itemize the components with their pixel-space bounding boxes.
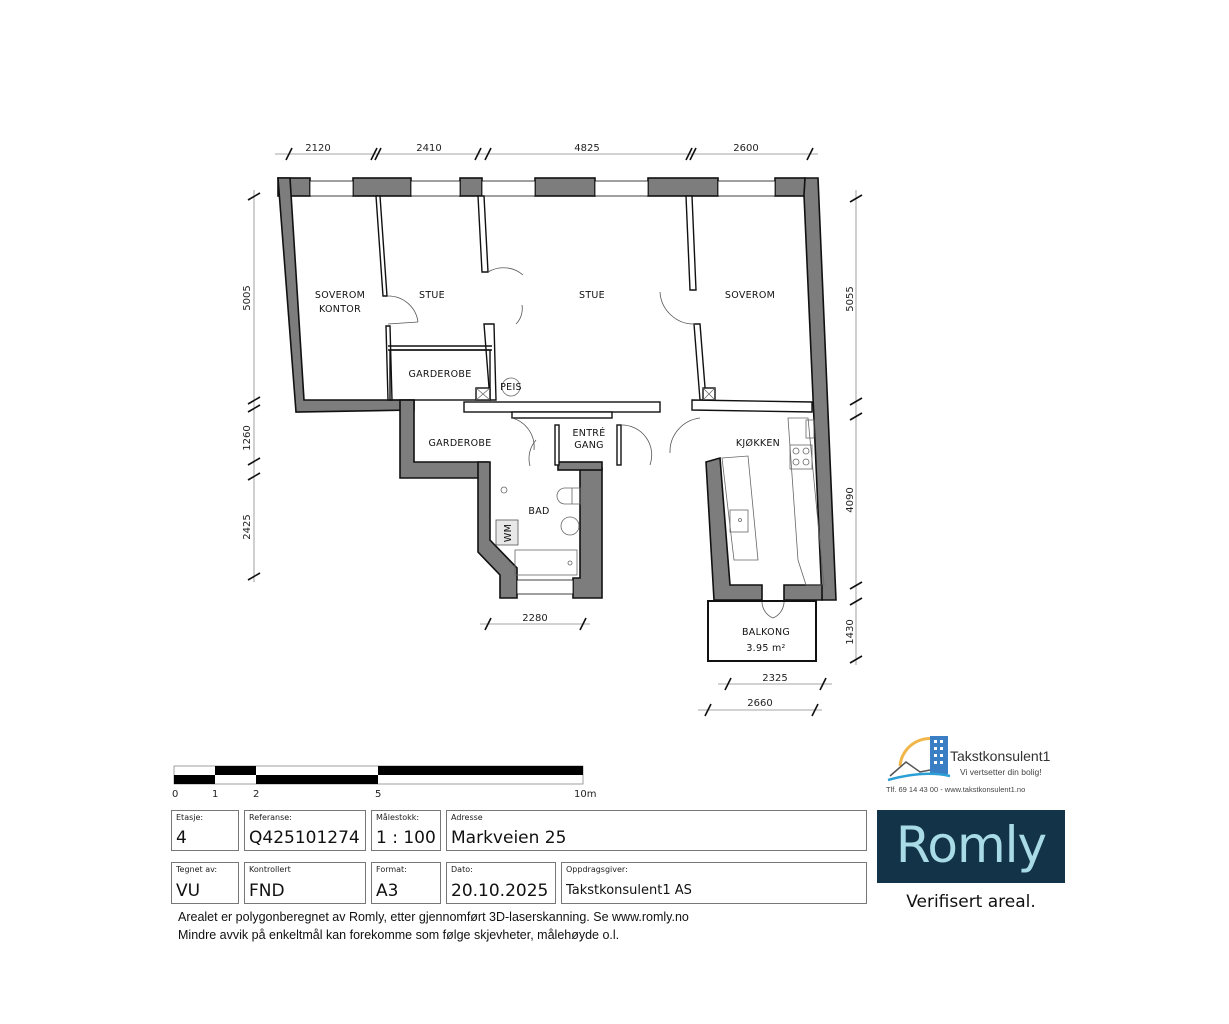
dim-top-4: 2600	[733, 143, 758, 154]
oppdragsgiver-label: Oppdragsgiver:	[566, 865, 628, 874]
left-dimensions: 5005 1260 2425	[242, 190, 261, 582]
floor-drain-icon	[500, 486, 508, 494]
dim-right-1: 5055	[845, 286, 856, 311]
right-dimensions: 5055 4090 1430	[845, 190, 863, 665]
dim-bottom-bad: 2280	[522, 613, 547, 624]
bottom-dimensions: 2280 2325 2660	[480, 613, 832, 717]
sink-icon	[560, 516, 580, 536]
room-label-garderobe-lower: GARDEROBE	[428, 438, 491, 449]
dim-top-1: 2120	[305, 143, 330, 154]
room-label-stue-small: STUE	[419, 290, 445, 301]
tegnet-av-value: VU	[176, 881, 201, 901]
title-cell-kontrollert: Kontrollert FND	[244, 862, 366, 904]
room-label-soverom-kontor-2: KONTOR	[319, 304, 361, 315]
scale-bar: 0 1 2 5 10m	[172, 765, 596, 800]
scale-label-1: 1	[212, 789, 218, 800]
stove-icon	[789, 444, 813, 470]
top-dimensions: 2120 2410 4825 2600	[275, 143, 818, 161]
oppdragsgiver-value: Takstkonsulent1 AS	[566, 883, 692, 898]
dim-right-2: 4090	[845, 487, 856, 512]
romly-logo: Romly	[877, 810, 1065, 883]
dim-left-2: 1260	[242, 425, 253, 450]
dato-label: Dato:	[451, 865, 473, 874]
title-cell-referanse: Referanse: Q425101274	[244, 810, 366, 851]
scale-label-0: 0	[172, 789, 178, 800]
scale-label-2: 2	[253, 789, 259, 800]
kontrollert-label: Kontrollert	[249, 865, 291, 874]
takstkonsulent-tagline: Vi vertsetter din bolig!	[960, 767, 1042, 777]
title-cell-oppdragsgiver: Oppdragsgiver: Takstkonsulent1 AS	[561, 862, 867, 904]
title-cell-tegnet-av: Tegnet av: VU	[171, 862, 239, 904]
room-label-soverom: SOVEROM	[725, 290, 775, 301]
takstkonsulent-contact: Tlf. 69 14 43 00 - www.takstkonsulent1.n…	[886, 785, 1026, 794]
format-label: Format:	[376, 865, 407, 874]
malestokk-value: 1 : 100	[376, 828, 436, 848]
takstkonsulent-logo-icon	[887, 736, 951, 782]
toilet-icon	[556, 487, 581, 505]
note-line-1: Arealet er polygonberegnet av Romly, ett…	[178, 910, 689, 924]
dim-top-2: 2410	[416, 143, 441, 154]
format-value: A3	[376, 881, 399, 901]
dato-value: 20.10.2025	[451, 881, 549, 901]
bathtub-icon	[514, 549, 578, 576]
scale-label-5: 5	[375, 789, 381, 800]
romly-tagline: Verifisert areal.	[906, 892, 1036, 912]
room-label-bad: BAD	[528, 506, 549, 517]
etasje-label: Etasje:	[176, 813, 204, 822]
washing-machine-icon	[495, 519, 519, 546]
room-labels: SOVEROM KONTOR STUE STUE SOVEROM GARDERO…	[315, 290, 790, 654]
dim-bottom-balkong-inner: 2325	[762, 673, 787, 684]
room-label-soverom-kontor-1: SOVEROM	[315, 290, 365, 301]
room-label-kjokken: KJØKKEN	[736, 438, 780, 449]
takstkonsulent-name: Takstkonsulent1	[950, 748, 1051, 764]
title-cell-adresse: Adresse Markveien 25	[446, 810, 867, 851]
room-label-balkong-area: 3.95 m²	[746, 643, 785, 654]
room-label-entre-1: ENTRÉ	[572, 427, 605, 439]
dim-left-1: 5005	[242, 285, 253, 310]
note-line-2: Mindre avvik på enkeltmål kan forekomme …	[178, 928, 620, 942]
referanse-label: Referanse:	[249, 813, 292, 822]
kontrollert-value: FND	[249, 881, 285, 901]
dim-top-3: 4825	[574, 143, 599, 154]
malestokk-label: Målestokk:	[376, 813, 420, 822]
room-label-garderobe-upper: GARDEROBE	[408, 369, 471, 380]
room-label-entre-2: GANG	[574, 440, 604, 451]
scale-label-10m: 10m	[574, 789, 596, 800]
room-label-peis: PEIS	[500, 382, 522, 393]
room-label-stue-main: STUE	[579, 290, 605, 301]
title-cell-malestokk: Målestokk: 1 : 100	[371, 810, 441, 851]
adresse-label: Adresse	[451, 813, 483, 822]
dim-bottom-balkong-outer: 2660	[747, 698, 772, 709]
title-cell-format: Format: A3	[371, 862, 441, 904]
interior-walls	[375, 195, 813, 466]
dim-left-3: 2425	[242, 514, 253, 539]
fixtures	[495, 377, 825, 586]
title-cell-etasje: Etasje: 4	[171, 810, 239, 851]
dim-right-3: 1430	[845, 619, 856, 644]
balcony-outline	[707, 600, 817, 662]
etasje-value: 4	[176, 828, 187, 848]
exterior-walls	[277, 177, 837, 601]
romly-logo-text: Romly	[895, 816, 1047, 874]
fireplace-icon	[501, 377, 521, 397]
referanse-value: Q425101274	[249, 828, 360, 848]
title-cell-dato: Dato: 20.10.2025	[446, 862, 556, 904]
room-label-balkong: BALKONG	[742, 627, 790, 638]
tegnet-av-label: Tegnet av:	[176, 865, 218, 874]
room-label-wm: WM	[503, 524, 514, 542]
adresse-value: Markveien 25	[451, 828, 567, 848]
